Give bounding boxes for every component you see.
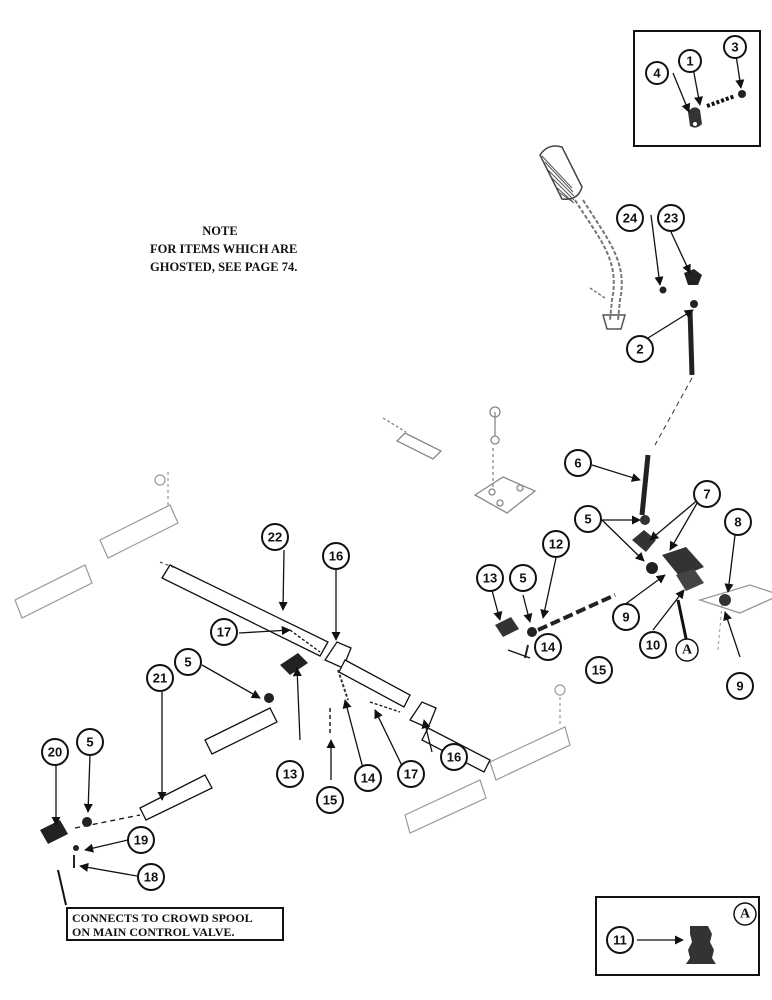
callout-13-right: 13 bbox=[476, 564, 504, 592]
callout-19: 19 bbox=[127, 826, 155, 854]
callout-2-label: 2 bbox=[636, 342, 643, 357]
callout-9-upper-label: 9 bbox=[622, 610, 629, 625]
rod-12-assembly bbox=[495, 515, 772, 659]
callout-12: 12 bbox=[542, 530, 570, 558]
callout-6-label: 6 bbox=[574, 456, 581, 471]
callout-8: 8 bbox=[724, 508, 752, 536]
callout-5-left-label: 5 bbox=[86, 735, 93, 750]
callout-22-label: 22 bbox=[268, 530, 282, 545]
callout-21-label: 21 bbox=[153, 671, 167, 686]
callout-14-right-label: 14 bbox=[541, 640, 556, 655]
callout-17-upper: 17 bbox=[210, 618, 238, 646]
callout-24-label: 24 bbox=[623, 211, 638, 226]
callout-7: 7 bbox=[693, 480, 721, 508]
callout-23-label: 23 bbox=[664, 211, 678, 226]
callout-17-upper-label: 17 bbox=[217, 625, 231, 640]
connects-label-line-1: CONNECTS TO CROWD SPOOL bbox=[72, 911, 253, 925]
note-text: NOTE FOR ITEMS WHICH ARE GHOSTED, SEE PA… bbox=[150, 222, 298, 276]
callout-16-upper: 16 bbox=[322, 542, 350, 570]
callout-14-right: 14 bbox=[534, 633, 562, 661]
mounting-plates-ghosted bbox=[14, 472, 571, 834]
callout-23: 23 bbox=[657, 204, 685, 232]
callout-16-upper-label: 16 bbox=[329, 549, 343, 564]
detail-a-badge-label: A bbox=[740, 907, 751, 922]
callout-8-label: 8 bbox=[734, 515, 741, 530]
callout-3-label: 3 bbox=[731, 40, 738, 55]
callout-20: 20 bbox=[41, 738, 69, 766]
rod-21 bbox=[74, 707, 278, 829]
callout-17-lower-label: 17 bbox=[404, 767, 418, 782]
callout-18: 18 bbox=[137, 863, 165, 891]
callout-9-lower-label: 9 bbox=[736, 679, 743, 694]
callout-17-lower: 17 bbox=[397, 760, 425, 788]
control-lever-ghosted bbox=[539, 145, 626, 330]
callout-15-right-label: 15 bbox=[592, 663, 606, 678]
callout-20-label: 20 bbox=[48, 745, 62, 760]
callout-9-upper: 9 bbox=[612, 603, 640, 631]
callout-5-right-label: 5 bbox=[584, 512, 591, 527]
callout-21: 21 bbox=[146, 664, 174, 692]
callout-5-left-mid-label: 5 bbox=[184, 655, 191, 670]
inset-box-detail-a bbox=[595, 896, 760, 976]
bellcrank-ghosted bbox=[382, 406, 537, 514]
callout-22: 22 bbox=[261, 523, 289, 551]
callout-16-lower-label: 16 bbox=[447, 750, 461, 765]
callout-9-lower: 9 bbox=[726, 672, 754, 700]
clevis-left bbox=[40, 653, 349, 868]
callout-1: 1 bbox=[678, 49, 702, 73]
inset-box-top-right bbox=[633, 30, 761, 147]
callout-4: 4 bbox=[645, 61, 669, 85]
callout-15-left-label: 15 bbox=[323, 793, 337, 808]
callout-10-label: 10 bbox=[646, 638, 660, 653]
callout-1-label: 1 bbox=[686, 54, 693, 69]
callout-5-mid: 5 bbox=[509, 564, 537, 592]
callout-15-left: 15 bbox=[316, 786, 344, 814]
callout-18-label: 18 bbox=[144, 870, 158, 885]
callout-5-mid-label: 5 bbox=[519, 571, 526, 586]
callout-15-right: 15 bbox=[585, 656, 613, 684]
callout-24: 24 bbox=[616, 204, 644, 232]
callout-14-left: 14 bbox=[354, 764, 382, 792]
inset-top-parts bbox=[688, 90, 746, 128]
callout-14-left-label: 14 bbox=[361, 771, 376, 786]
callout-12-label: 12 bbox=[549, 537, 563, 552]
callout-13-right-label: 13 bbox=[483, 571, 497, 586]
callout-5-left-mid: 5 bbox=[174, 648, 202, 676]
callout-10: 10 bbox=[639, 631, 667, 659]
cross-tube-22 bbox=[159, 561, 329, 657]
callout-2: 2 bbox=[626, 335, 654, 363]
callout-a-marker: A bbox=[675, 638, 699, 662]
callout-7-label: 7 bbox=[703, 487, 710, 502]
callout-5-left: 5 bbox=[76, 728, 104, 756]
connects-label-line-2: ON MAIN CONTROL VALVE. bbox=[72, 925, 235, 939]
callout-11: 11 bbox=[606, 926, 634, 954]
link-rod-6 bbox=[639, 269, 702, 516]
note-line-2: GHOSTED, SEE PAGE 74. bbox=[150, 260, 298, 274]
callout-16-lower: 16 bbox=[440, 743, 468, 771]
detail-a-badge: A bbox=[733, 902, 757, 926]
callout-4-label: 4 bbox=[653, 66, 661, 81]
note-heading: NOTE bbox=[202, 224, 238, 238]
callout-6: 6 bbox=[564, 449, 592, 477]
callout-13-left-label: 13 bbox=[283, 767, 297, 782]
callout-19-label: 19 bbox=[134, 833, 148, 848]
callout-a-marker-label: A bbox=[682, 643, 693, 658]
callout-5-right: 5 bbox=[574, 505, 602, 533]
note-line-1: FOR ITEMS WHICH ARE bbox=[150, 242, 298, 256]
callout-3: 3 bbox=[723, 35, 747, 59]
callout-13-left: 13 bbox=[276, 760, 304, 788]
fitting-11 bbox=[686, 926, 716, 964]
connects-to-crowd-spool-label: CONNECTS TO CROWD SPOOL ON MAIN CONTROL … bbox=[66, 907, 284, 941]
callout-11-label: 11 bbox=[613, 933, 627, 948]
